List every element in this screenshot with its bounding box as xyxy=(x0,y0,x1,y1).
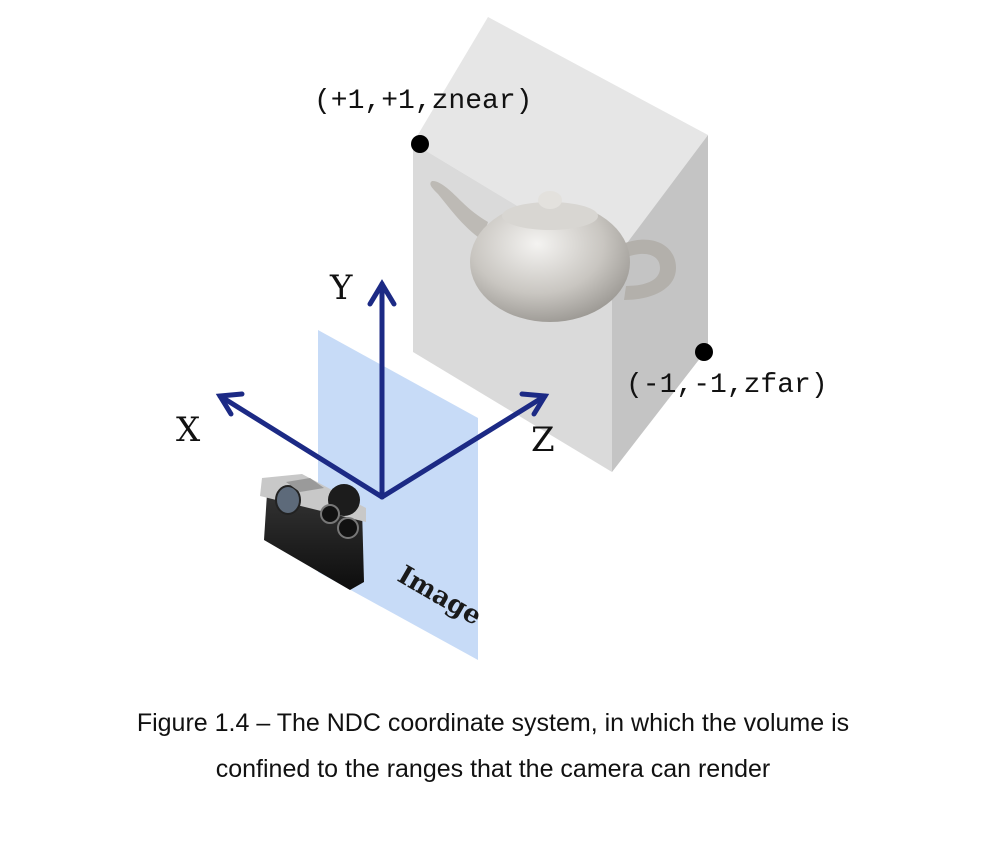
axis-z-arrow xyxy=(379,393,548,500)
axis-y-label: Y xyxy=(329,268,353,308)
axis-x-arrow xyxy=(217,393,385,500)
axis-z-arrowhead xyxy=(519,391,550,417)
teapot-spout xyxy=(430,180,488,240)
volume-top-face xyxy=(413,17,708,263)
teapot-lid xyxy=(502,202,598,230)
teapot-model xyxy=(430,180,676,322)
ndc-diagram: Image X Y Z (+1,+1,znear) (-1,-1,zfar) xyxy=(176,17,828,660)
figure-caption: Figure 1.4 – The NDC coordinate system, … xyxy=(0,700,986,792)
caption-line-1: Figure 1.4 – The NDC coordinate system, … xyxy=(136,709,850,737)
volume-side-face xyxy=(612,135,708,472)
far-corner-label: (-1,-1,zfar) xyxy=(626,370,828,401)
axis-x-label: X xyxy=(176,410,201,450)
teapot-knob xyxy=(538,191,562,209)
near-corner-point xyxy=(411,135,429,153)
axis-y-arrowhead xyxy=(367,279,397,307)
coordinate-axes xyxy=(215,279,550,500)
caption-line-2: confined to the ranges that the camera c… xyxy=(215,755,771,783)
camera-icon xyxy=(260,474,366,590)
teapot-handle xyxy=(620,239,676,300)
axis-z-label: Z xyxy=(531,420,555,460)
far-corner-point xyxy=(695,343,713,361)
axis-x-arrowhead xyxy=(215,391,245,417)
teapot-body xyxy=(470,202,630,322)
near-corner-label: (+1,+1,znear) xyxy=(314,86,532,117)
